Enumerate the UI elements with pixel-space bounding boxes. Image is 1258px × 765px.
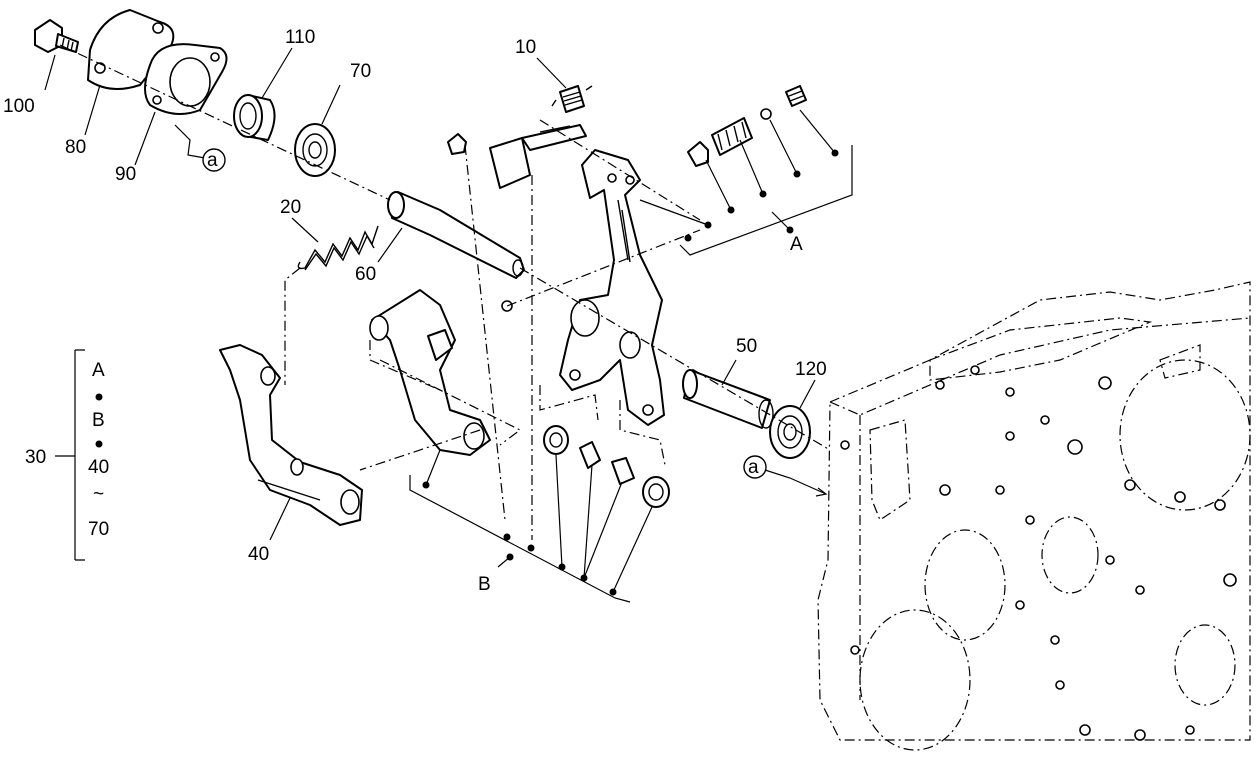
kit-30-line-a: A [92,360,105,381]
bearing-70 [294,123,336,177]
center-lines [59,44,831,540]
label-80: 80 [65,137,86,158]
group-b-bracket [409,449,653,603]
label-70: 70 [350,61,371,82]
label-60: 60 [355,264,376,285]
label-110: 110 [285,27,315,48]
group-b-small-parts [543,425,670,508]
ref-a-bottom-label: a [748,457,759,478]
bracket-link [489,124,587,189]
center-lever-arm [369,289,513,456]
ref-a-top-label: a [207,150,218,171]
label-10: 10 [515,37,536,58]
label-100: 100 [3,96,35,117]
spring-20 [297,225,379,271]
gasket-90 [144,43,228,115]
kit-30-legend: A B 40 ~ 70 [88,360,109,540]
label-90: 90 [115,164,136,185]
label-120: 120 [795,359,827,380]
sleeve-50 [682,369,774,429]
kit-30-line-b: B [92,410,105,431]
group-a-bracket [639,109,853,256]
label-20: 20 [280,197,301,218]
part-labels: 100 80 90 110 70 10 20 60 40 50 120 A B … [3,27,827,595]
ref-a-leaders [174,124,828,497]
ring-110 [233,94,276,141]
label-40: 40 [248,544,269,565]
part-leaders [44,47,816,561]
engine-block-housing [817,281,1251,751]
spring-10 [551,85,593,113]
kit-30-line-40: 40 [88,457,109,478]
bearing-120 [769,405,811,459]
fork-40 [219,344,363,526]
label-30: 30 [25,447,46,468]
label-group-a: A [790,234,803,255]
bolt-100 [34,19,79,53]
shaft-60 [387,191,525,279]
ref-a-marker-bottom: a [743,455,767,479]
kit-30-line-tilde: ~ [93,484,104,505]
label-group-b: B [478,574,491,595]
kit-30-line-70: 70 [88,519,109,540]
housing-bolt-holes [840,365,1237,741]
label-50: 50 [736,336,757,357]
ref-a-marker-top: a [202,148,226,172]
lever-plate [559,149,665,426]
group-a-small-parts [447,85,807,167]
